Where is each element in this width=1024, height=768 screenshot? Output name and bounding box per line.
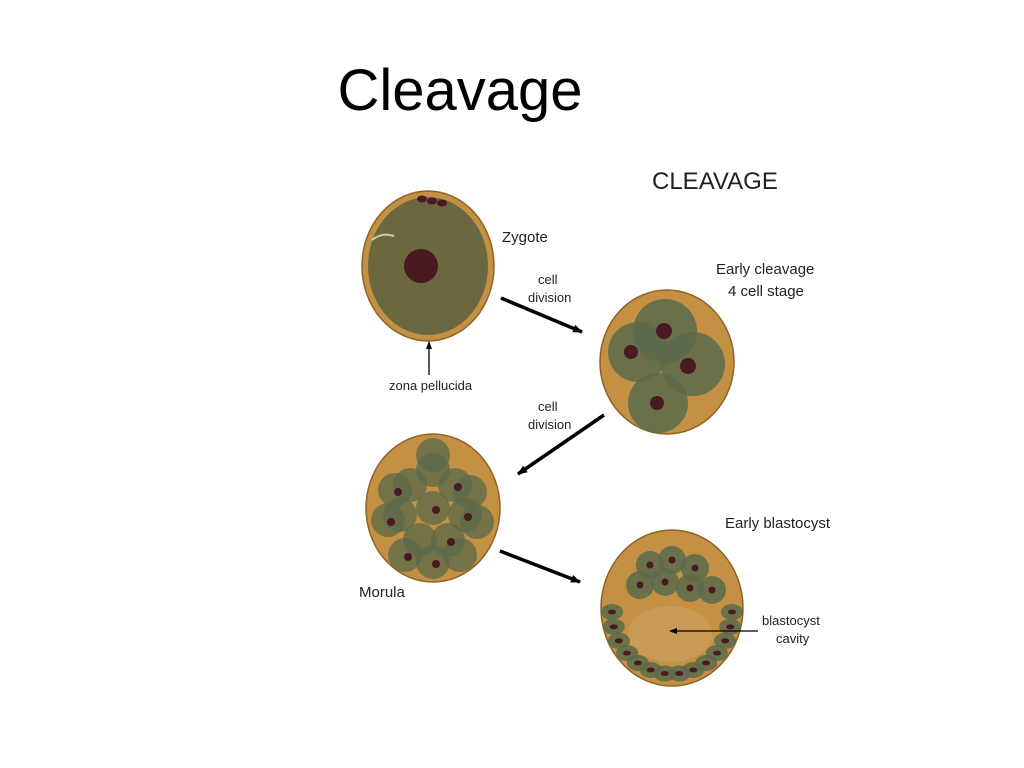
blastocyst-cavity-label: blastocyst	[762, 613, 820, 628]
inner-cell-nucleus	[686, 584, 694, 592]
zygote-nucleus	[404, 249, 438, 283]
cell-division-label-2: cell	[538, 399, 558, 414]
blastocyst-cavity	[628, 606, 712, 662]
morula-nucleus	[387, 518, 395, 526]
polar-body	[427, 197, 437, 205]
morula-nucleus	[432, 560, 440, 568]
four-cell-stage-label: 4 cell stage	[728, 283, 804, 300]
zygote-label: Zygote	[502, 229, 548, 246]
morula-blastomere	[460, 505, 494, 539]
cell-division-label-1: cell	[538, 272, 558, 287]
trophoblast-nucleus	[633, 660, 642, 666]
inner-cell-nucleus	[668, 556, 676, 564]
division-arrow-2	[517, 413, 605, 476]
polar-body	[417, 195, 427, 203]
morula-blastomere	[416, 438, 450, 472]
morula-nucleus	[454, 483, 462, 491]
trophoblast-nucleus	[675, 671, 684, 677]
trophoblast-nucleus	[614, 638, 623, 644]
blastocyst-embryo	[600, 529, 744, 687]
division-arrow-1	[500, 296, 583, 334]
morula-embryo	[365, 433, 501, 583]
inner-cell-nucleus	[691, 564, 699, 572]
morula-nucleus	[447, 538, 455, 546]
morula-label: Morula	[359, 584, 406, 601]
trophoblast-nucleus	[660, 671, 669, 677]
cell-division-label-2b: division	[528, 417, 571, 432]
blastocyst-cavity-label-2: cavity	[776, 631, 810, 646]
blastomere-nucleus	[650, 396, 664, 410]
morula-nucleus	[394, 488, 402, 496]
early-blastocyst-label: Early blastocyst	[725, 515, 831, 532]
trophoblast-nucleus	[726, 624, 735, 630]
morula-blastomere	[453, 475, 487, 509]
inner-cell-nucleus	[646, 561, 654, 569]
morula-nucleus	[432, 506, 440, 514]
inner-cell-nucleus	[661, 578, 669, 586]
morula-blastomere	[443, 538, 477, 572]
trophoblast-nucleus	[608, 609, 616, 615]
zygote-highlight	[371, 233, 395, 241]
inner-cell-nucleus	[708, 586, 716, 594]
trophoblast-nucleus	[728, 609, 736, 615]
trophoblast-nucleus	[712, 650, 721, 656]
four-cell-embryo	[599, 289, 735, 435]
trophoblast-nucleus	[646, 667, 655, 673]
blastomere-nucleus	[656, 323, 672, 339]
polar-body	[437, 199, 447, 207]
zona-pellucida-label: zona pellucida	[389, 378, 473, 393]
trophoblast-nucleus	[689, 667, 698, 673]
diagram-heading: CLEAVAGE	[652, 168, 778, 195]
cell-division-label-1b: division	[528, 290, 571, 305]
trophoblast-nucleus	[702, 660, 711, 666]
zygote-cell	[361, 190, 495, 342]
blastomere-nucleus	[624, 345, 638, 359]
morula-nucleus	[404, 553, 412, 561]
morula-nucleus	[464, 513, 472, 521]
slide-title: Cleavage	[337, 58, 583, 123]
blastomere-nucleus	[680, 358, 696, 374]
inner-cell-nucleus	[636, 581, 644, 589]
trophoblast-nucleus	[721, 638, 730, 644]
trophoblast-nucleus	[609, 624, 618, 630]
early-cleavage-label: Early cleavage	[716, 261, 814, 278]
division-arrow-3	[499, 549, 581, 584]
trophoblast-nucleus	[623, 650, 632, 656]
